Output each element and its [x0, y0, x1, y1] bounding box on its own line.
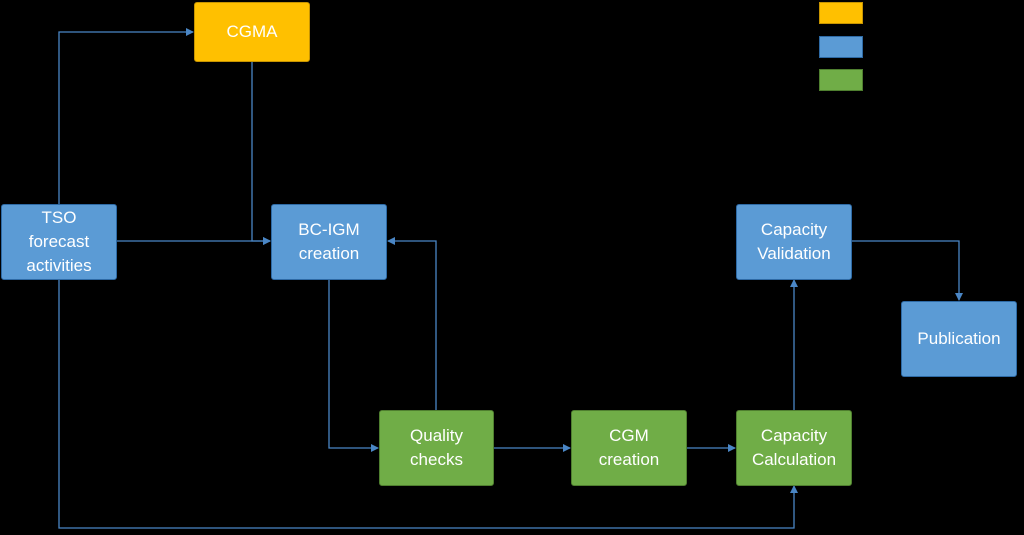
- legend-swatch-orange: [819, 2, 863, 24]
- cgma-box: CGMA: [194, 2, 310, 62]
- bc-igm-creation-box: BC-IGM creation: [271, 204, 387, 280]
- legend-swatch-blue: [819, 36, 863, 58]
- edge-tso-to-capacity-calculation: [58, 280, 798, 529]
- edge-tso-to-cgma: [58, 28, 194, 204]
- tso-forecast-activities-box: TSO forecast activities: [1, 204, 117, 280]
- capacity-validation-box: Capacity Validation: [736, 204, 852, 280]
- publication-box: Publication: [901, 301, 1017, 377]
- capacity-calculation-box: Capacity Calculation: [736, 410, 852, 486]
- edge-cgma-to-bc-igm: [251, 62, 271, 245]
- edge-quality-checks-to-bc-igm: [387, 237, 437, 410]
- legend-swatch-green: [819, 69, 863, 91]
- edge-bc-igm-to-quality-checks: [328, 280, 379, 452]
- edge-validation-to-publication: [852, 240, 963, 301]
- quality-checks-box: Quality checks: [379, 410, 494, 486]
- cgm-creation-box: CGM creation: [571, 410, 687, 486]
